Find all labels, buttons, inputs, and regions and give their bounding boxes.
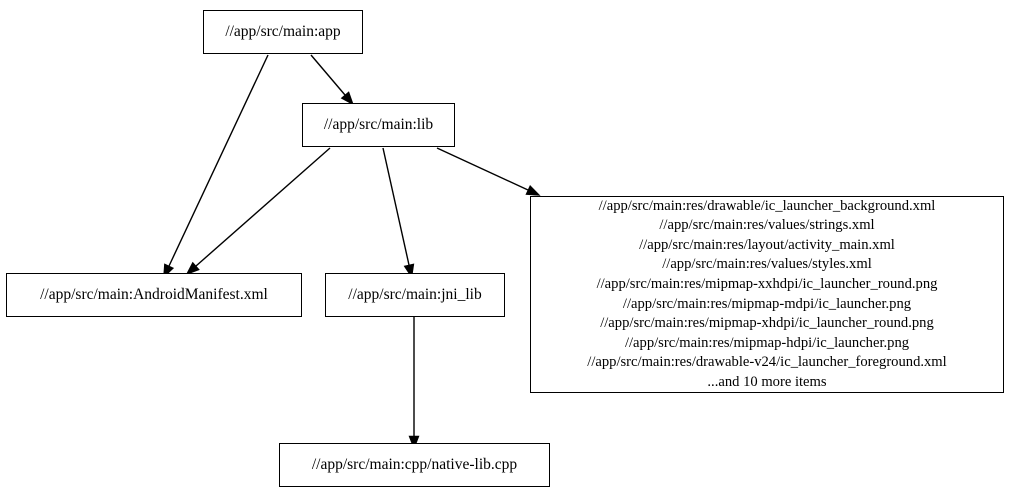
edge-arrowhead	[185, 261, 200, 276]
edge-arrowhead	[340, 91, 354, 106]
graph-node-resources[interactable]: //app/src/main:res/drawable/ic_launcher_…	[530, 196, 1004, 393]
graph-node-jni_lib[interactable]: //app/src/main:jni_lib	[325, 273, 505, 317]
graph-node-label: //app/src/main:jni_lib	[348, 286, 482, 304]
graph-edge-lib-to-manifest	[185, 147, 331, 276]
resource-line: //app/src/main:res/values/strings.xml	[659, 217, 875, 234]
resource-line: //app/src/main:res/mipmap-mdpi/ic_launch…	[622, 295, 912, 312]
graph-node-label: //app/src/main:lib	[323, 116, 434, 134]
resource-line: //app/src/main:res/mipmap-xhdpi/ic_launc…	[600, 315, 934, 332]
resource-line: //app/src/main:res/layout/activity_main.…	[639, 236, 895, 253]
graph-node-manifest[interactable]: //app/src/main:AndroidManifest.xml	[6, 273, 302, 317]
graph-node-label: //app/src/main:cpp/native-lib.cpp	[311, 456, 518, 474]
graph-node-resource-list: //app/src/main:res/drawable/ic_launcher_…	[587, 197, 946, 393]
edge-arrowhead	[408, 435, 420, 450]
resource-line: //app/src/main:res/mipmap-xxhdpi/ic_laun…	[596, 275, 938, 292]
resource-line: //app/src/main:res/mipmap-hdpi/ic_launch…	[624, 334, 910, 351]
graph-edge-app-to-lib	[310, 54, 354, 106]
graph-edge-lib-to-resources	[436, 147, 541, 196]
graph-node-label: //app/src/main:app	[225, 23, 341, 41]
graph-edge-lib-to-jni-lib	[382, 147, 415, 279]
resource-line: //app/src/main:res/drawable/ic_launcher_…	[598, 197, 936, 214]
graph-node-app[interactable]: //app/src/main:app	[203, 10, 363, 54]
resource-line: //app/src/main:res/drawable-v24/ic_launc…	[587, 354, 947, 371]
resource-line: //app/src/main:res/values/styles.xml	[662, 256, 872, 273]
graph-node-native_lib[interactable]: //app/src/main:cpp/native-lib.cpp	[279, 443, 550, 487]
graph-edge-jni-lib-to-native-lib	[408, 317, 420, 450]
graph-node-lib[interactable]: //app/src/main:lib	[302, 103, 455, 147]
graph-edge-app-to-manifest	[163, 54, 269, 279]
graph-node-label: //app/src/main:AndroidManifest.xml	[40, 286, 268, 304]
edge-arrowhead	[525, 184, 541, 196]
resource-line: ...and 10 more items	[707, 373, 827, 390]
